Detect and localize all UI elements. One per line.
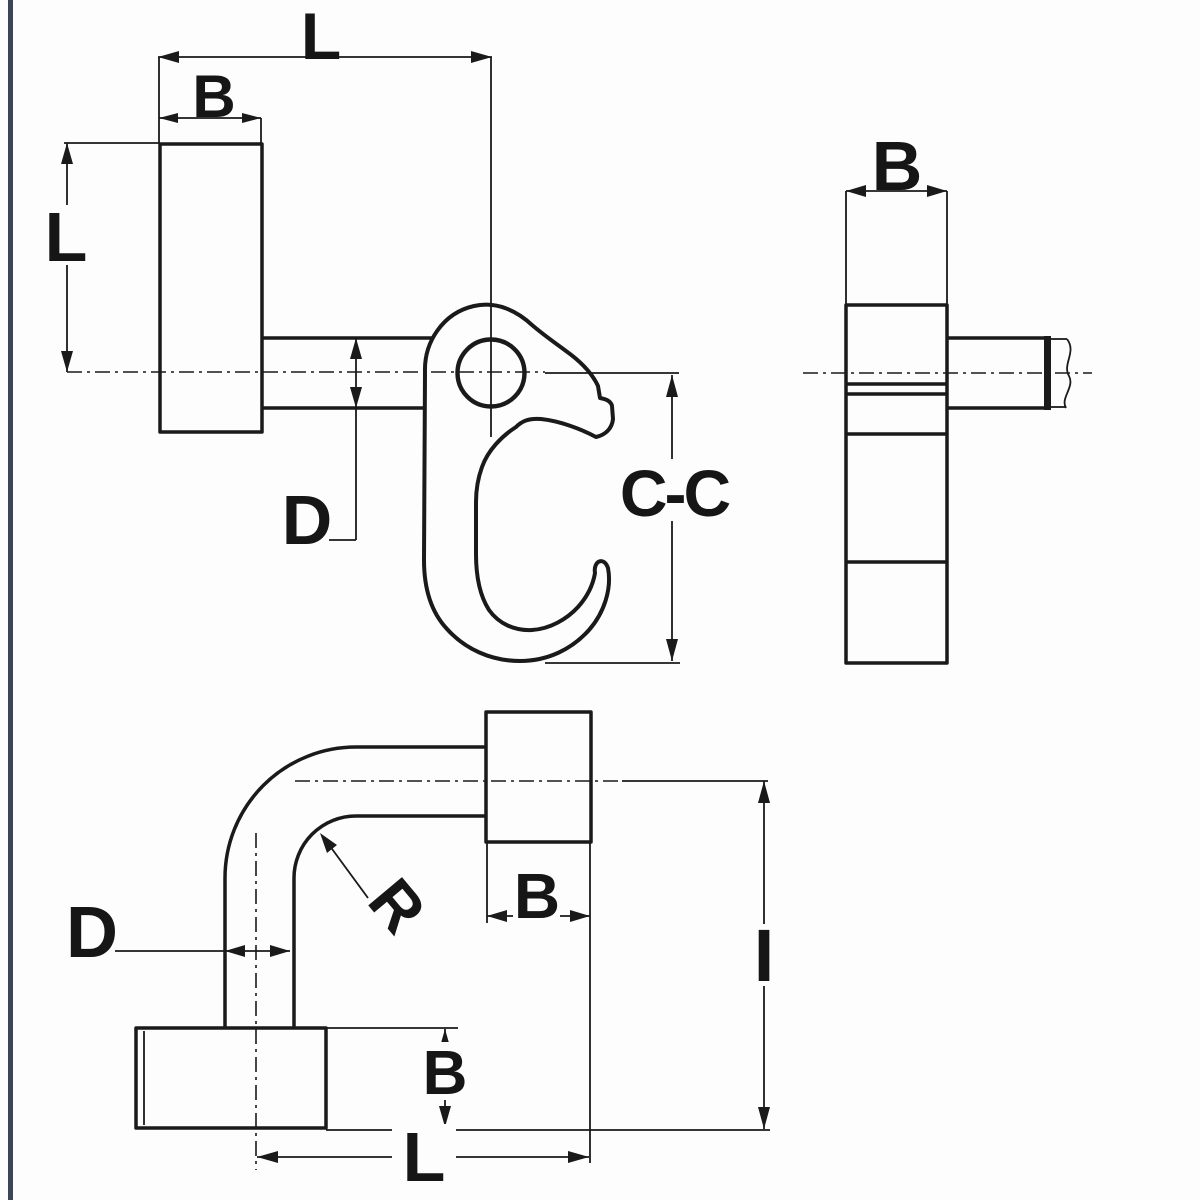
arrowhead [270, 945, 290, 957]
label-upper-flange-width: B [514, 860, 560, 932]
arrowhead [350, 387, 362, 408]
side-flange-plate [844, 303, 949, 665]
label-flange-width: B [192, 63, 235, 130]
arrowhead [846, 185, 866, 197]
label-mask [748, 924, 780, 986]
label-lower-flange-width: B [423, 1039, 468, 1108]
label-mask [612, 459, 734, 521]
bottom-upper-flange [484, 710, 593, 844]
label-mask [419, 1042, 471, 1100]
arrowhead [159, 113, 178, 123]
front-flange-plate [158, 142, 264, 434]
label-side-flange-width: B [872, 127, 923, 205]
arrowhead [350, 338, 362, 359]
arrowhead [471, 51, 492, 63]
arrowhead [927, 185, 947, 197]
arrowhead [320, 833, 337, 853]
label-tube-diameter: D [66, 893, 118, 973]
label-overall-length: L [301, 0, 341, 73]
shank-break-line [1063, 338, 1072, 409]
label-bottom-length: L [403, 1118, 446, 1196]
arrowhead [158, 51, 179, 63]
arrowhead [61, 143, 73, 164]
tube-outer-contour [223, 745, 486, 1028]
label-shank-diameter: D [282, 481, 333, 559]
label-mask [513, 868, 560, 920]
label-section-mark: C-C [620, 456, 730, 530]
tube-inner-contour [292, 814, 486, 1028]
label-centre-height: I [754, 914, 775, 997]
arrowhead [758, 1107, 770, 1129]
label-mask [47, 205, 87, 265]
arrowhead [487, 910, 507, 922]
arrowhead [61, 351, 73, 372]
arrowhead [570, 910, 590, 922]
front-view-geometry [158, 142, 615, 663]
bottom-view-geometry [134, 710, 593, 1130]
arrowhead [242, 113, 261, 123]
arrowhead [666, 639, 678, 661]
arrowhead [439, 1106, 451, 1127]
arrowhead [257, 1151, 278, 1163]
left-edge-stripe [8, 0, 13, 1200]
arrowhead [666, 375, 678, 397]
side-view-dimensions [803, 185, 1092, 374]
arrowhead [758, 781, 770, 803]
arrowhead [225, 945, 245, 957]
side-view-geometry [844, 303, 1072, 665]
arrowhead [568, 1151, 589, 1163]
bottom-lower-flange [134, 1026, 328, 1130]
label-flange-length: L [45, 198, 88, 276]
label-mask [392, 1124, 456, 1186]
